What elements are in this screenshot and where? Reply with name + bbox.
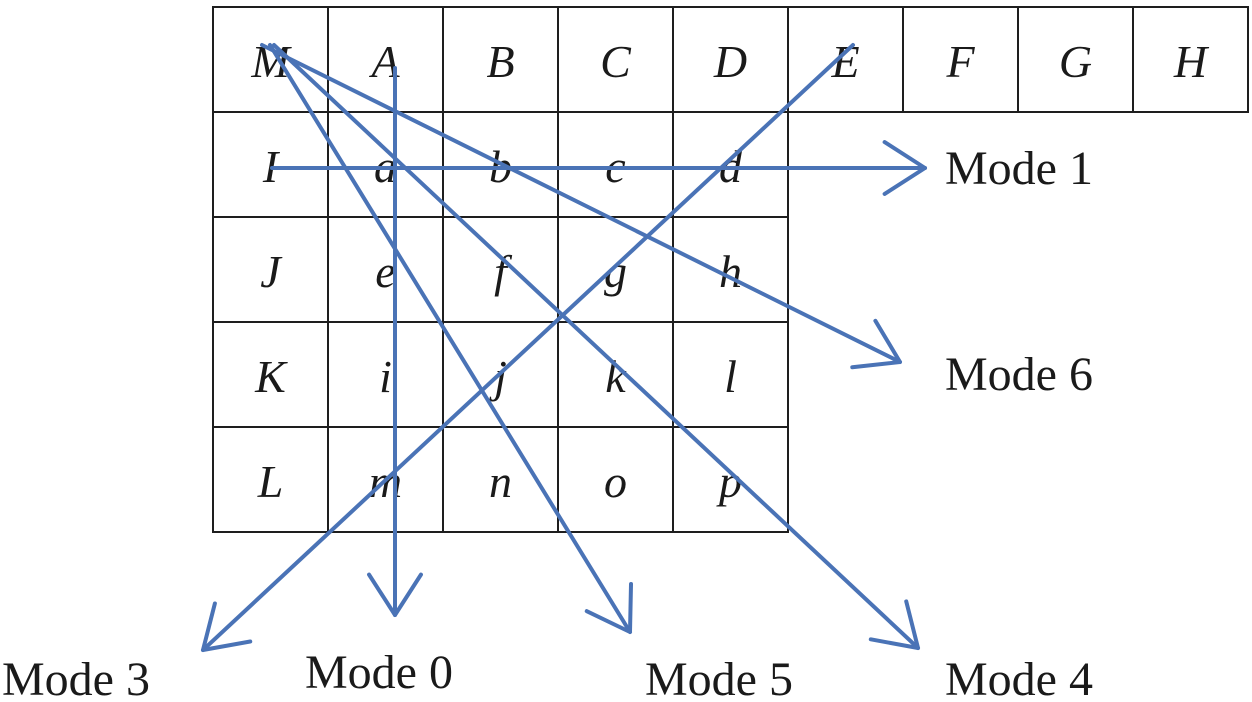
pixel-cell-i-box [327, 321, 444, 428]
reference-cell-f-box [902, 6, 1019, 113]
pixel-cell-h-letter: h [719, 246, 742, 297]
reference-cell-f: F [902, 6, 1019, 113]
reference-cell-f-letter: F [945, 36, 975, 87]
pixel-cell-l: l [672, 321, 789, 428]
reference-cell-a: A [327, 6, 444, 113]
reference-cell-l-letter: L [257, 456, 284, 507]
reference-cell-d-box [672, 6, 789, 113]
mode-3-arrow [201, 43, 855, 652]
pixel-cell-i-letter: i [379, 351, 392, 402]
mode-4-arrow [272, 43, 920, 650]
pixel-cell-n-letter: n [489, 456, 512, 507]
pixel-cell-k-letter: k [605, 351, 627, 402]
pixel-cell-i: i [327, 321, 444, 428]
reference-cell-d-letter: D [713, 36, 747, 87]
pixel-cell-l-box [672, 321, 789, 428]
pixel-cell-p: p [672, 426, 789, 533]
mode-4-label: Mode 4 [945, 653, 1093, 702]
mode-5-arrow-head [584, 582, 634, 634]
reference-cell-c-box [557, 6, 674, 113]
pixel-cell-d-box [672, 111, 789, 218]
pixel-cell-f-box [442, 216, 559, 323]
reference-cell-j: J [212, 216, 329, 323]
reference-cell-b-letter: B [486, 36, 514, 87]
mode-6-arrow-shaft [260, 43, 902, 364]
reference-cell-h-letter: H [1173, 36, 1210, 87]
mode-3-label: Mode 3 [2, 653, 150, 702]
pixel-cell-a: a [327, 111, 444, 218]
pixel-cell-o-box [557, 426, 674, 533]
mode-6-arrow [260, 43, 902, 370]
reference-cell-d: D [672, 6, 789, 113]
mode-6-arrow-head [850, 318, 902, 370]
pixel-cell-k-box [557, 321, 674, 428]
reference-cell-g-box [1017, 6, 1134, 113]
mode-6-label: Mode 6 [945, 348, 1093, 401]
mode-4-arrow-shaft [272, 43, 920, 650]
reference-cell-h: H [1132, 6, 1249, 113]
reference-cell-j-letter: J [260, 246, 283, 297]
reference-cell-c-letter: C [600, 36, 632, 87]
reference-cell-c: C [557, 6, 674, 113]
reference-cell-b: B [442, 6, 559, 113]
pixel-cell-n: n [442, 426, 559, 533]
mode-5-arrow-shaft [268, 43, 632, 634]
mode-1-label: Mode 1 [945, 142, 1093, 195]
pixel-cell-o: o [557, 426, 674, 533]
pixel-cell-e-letter: e [375, 246, 395, 297]
reference-cell-k-letter: K [254, 351, 288, 402]
mode-arrows [201, 43, 927, 652]
pixel-cell-k: k [557, 321, 674, 428]
reference-cell-l-box [212, 426, 329, 533]
mode-4-arrow-head [868, 599, 920, 650]
mode-5-arrow [268, 43, 634, 634]
mode-0-label: Mode 0 [305, 646, 453, 699]
reference-cell-h-box [1132, 6, 1249, 113]
reference-cell-m-box [212, 6, 329, 113]
mode-labels: Mode 1 Mode 6 Mode 3 Mode 0 Mode 5 Mode … [2, 142, 1093, 702]
pixel-cell-h-box [672, 216, 789, 323]
reference-cell-e-box [787, 6, 904, 113]
pixel-cell-g: g [557, 216, 674, 323]
pixel-cell-f: f [442, 216, 559, 323]
pixel-cell-l-letter: l [724, 351, 737, 402]
mode-1-arrow-head [882, 140, 927, 196]
reference-cell-m: M [212, 6, 329, 113]
pixel-cell-d: d [672, 111, 789, 218]
reference-cell-k: K [212, 321, 329, 428]
mode-1-arrow [270, 140, 927, 196]
reference-cell-g-letter: G [1059, 36, 1092, 87]
reference-cell-a-box [327, 6, 444, 113]
mode-0-arrow-head [367, 572, 423, 617]
mode-3-arrow-shaft [201, 43, 855, 652]
reference-cell-g: G [1017, 6, 1134, 113]
reference-cell-e: E [787, 6, 904, 113]
pixel-cell-p-box [672, 426, 789, 533]
reference-cell-i: I [212, 111, 329, 218]
pixel-cell-h: h [672, 216, 789, 323]
mode-5-label: Mode 5 [645, 653, 793, 702]
pixel-cell-o-letter: o [604, 456, 627, 507]
pixel-cell-g-box [557, 216, 674, 323]
reference-cell-l: L [212, 426, 329, 533]
mode-3-arrow-head [201, 601, 253, 652]
